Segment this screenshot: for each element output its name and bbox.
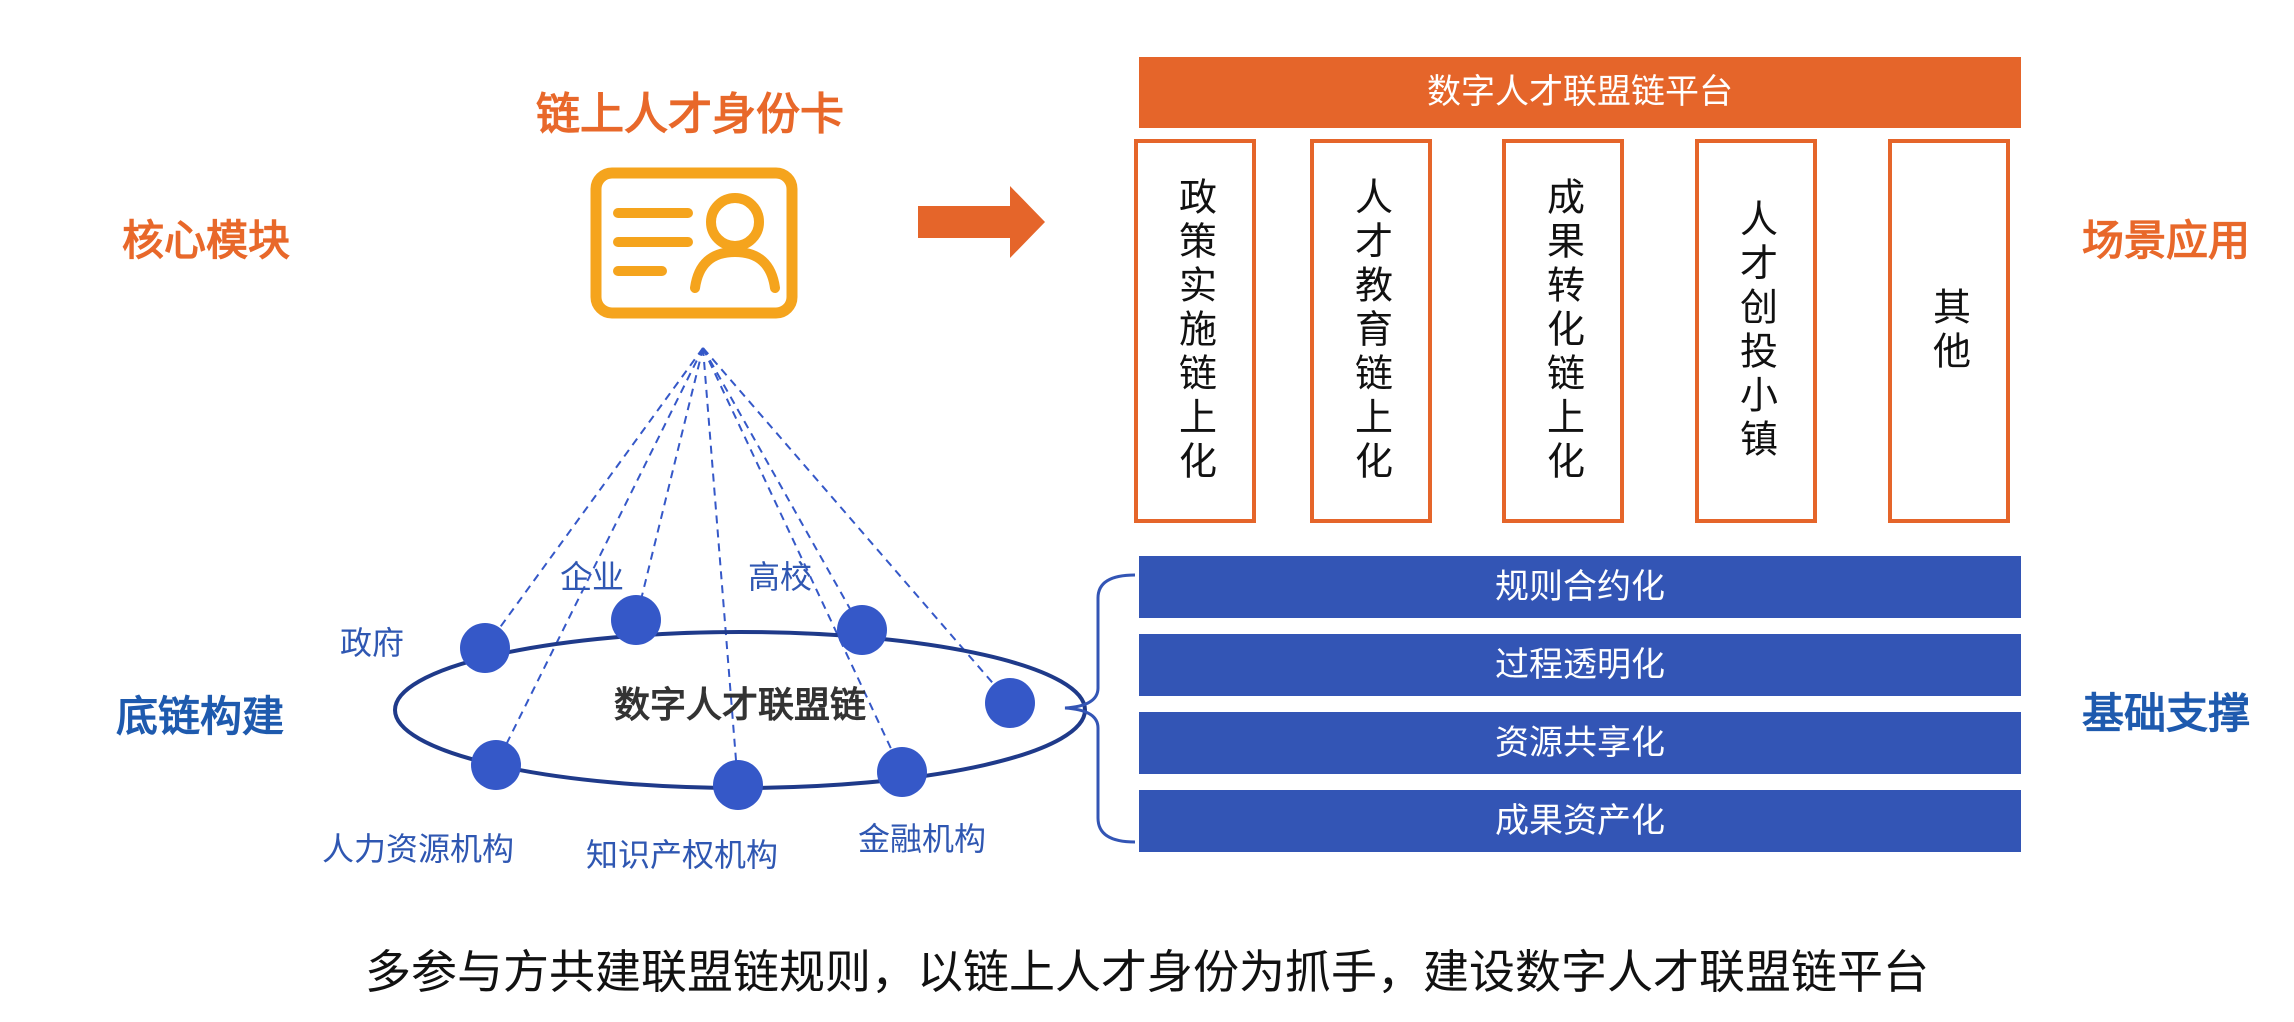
base-chain-label: 底链构建	[116, 692, 285, 741]
node-finance	[877, 747, 927, 797]
support-bar-resources: 资源共享化	[1139, 712, 2021, 774]
scene-application-label: 场景应用	[2082, 216, 2251, 265]
connection-lines	[484, 347, 1011, 786]
node-label-ip: 知识产权机构	[586, 836, 779, 874]
node-ip	[713, 760, 763, 810]
network-nodes	[460, 595, 1035, 810]
basic-support-label: 基础支撑	[2082, 689, 2251, 738]
support-bar-rules: 规则合约化	[1139, 556, 2021, 618]
support-bar-assets: 成果资产化	[1139, 790, 2021, 852]
scene-box-other: 其他	[1888, 139, 2010, 523]
scene-text: 人才创投小镇	[1733, 199, 1778, 463]
node-enterprise	[611, 595, 661, 645]
node-label-university: 高校	[748, 558, 813, 596]
caption: 多参与方共建联盟链规则，以链上人才身份为抓手，建设数字人才联盟链平台	[365, 945, 1929, 999]
network-center-label: 数字人才联盟链	[613, 685, 866, 726]
scene-text: 成果转化链上化	[1540, 177, 1585, 485]
node-label-government: 政府	[340, 624, 405, 662]
scene-text: 政策实施链上化	[1172, 177, 1217, 485]
scene-box-education: 人才教育链上化	[1310, 139, 1432, 523]
platform-header: 数字人才联盟链平台	[1139, 57, 2021, 128]
node-right	[985, 678, 1035, 728]
id-card-icon	[590, 167, 798, 319]
right-arrow-icon	[918, 186, 1045, 258]
node-university	[837, 605, 887, 655]
node-label-enterprise: 企业	[560, 558, 625, 596]
scene-box-transformation: 成果转化链上化	[1502, 139, 1624, 523]
node-government	[460, 623, 510, 673]
scene-text: 人才教育链上化	[1348, 177, 1393, 485]
scene-text: 其他	[1926, 287, 1971, 375]
scene-box-policy: 政策实施链上化	[1134, 139, 1256, 523]
node-hr	[471, 740, 521, 790]
support-bar-process: 过程透明化	[1139, 634, 2021, 696]
node-label-hr: 人力资源机构	[322, 830, 515, 868]
scene-box-venture: 人才创投小镇	[1695, 139, 1817, 523]
core-module-label: 核心模块	[122, 216, 291, 265]
support-brace	[1064, 573, 1136, 844]
node-label-finance: 金融机构	[858, 820, 987, 858]
identity-card-title: 链上人才身份卡	[536, 89, 844, 140]
